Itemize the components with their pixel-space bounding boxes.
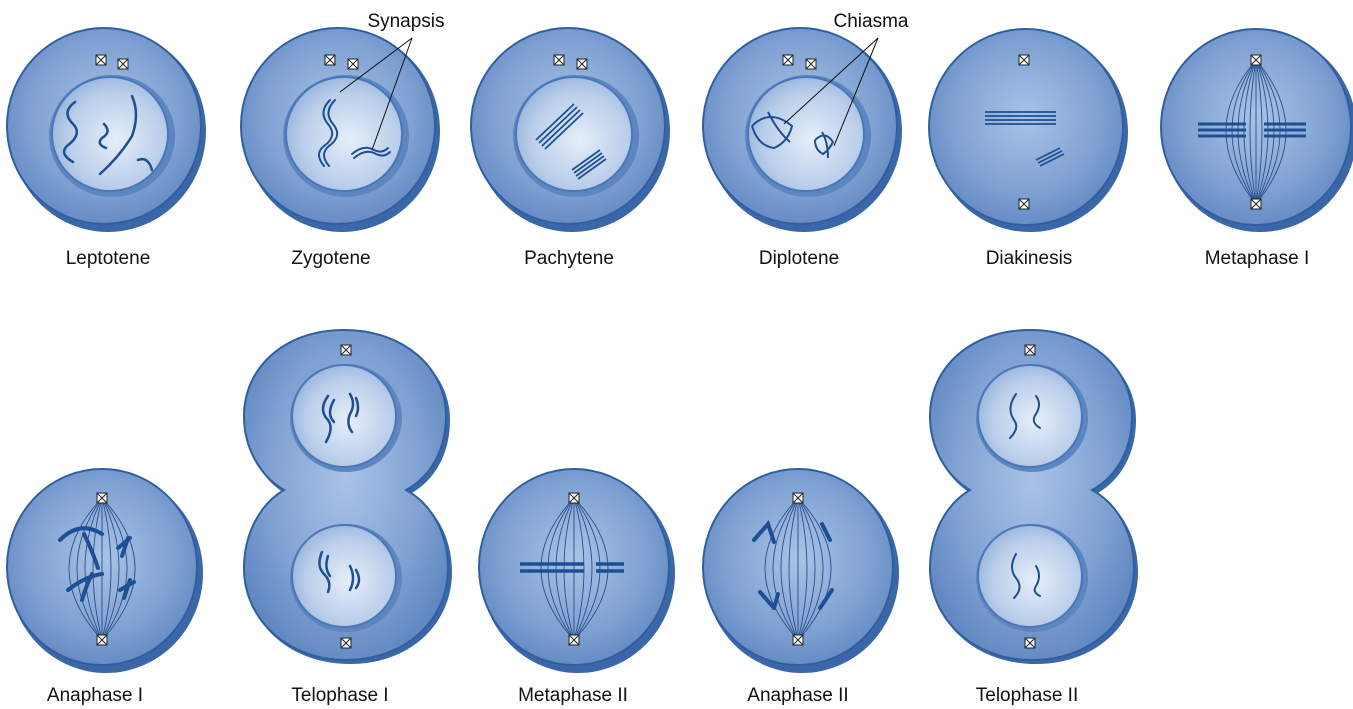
stage-label-diakinesis: Diakinesis xyxy=(986,248,1073,269)
centriole-icon xyxy=(1025,638,1035,648)
centriole-icon xyxy=(569,493,579,503)
cell-anaphase-ii xyxy=(703,469,899,673)
centriole-icon xyxy=(793,493,803,503)
centriole-icon xyxy=(341,638,351,648)
centriole-icon xyxy=(1019,199,1029,209)
stage-label-diplotene: Diplotene xyxy=(759,248,839,269)
centriole-icon xyxy=(96,55,106,65)
cell-anaphase-i xyxy=(7,469,203,673)
cell-zygotene xyxy=(241,28,440,232)
stage-label-metaphase-ii: Metaphase II xyxy=(518,685,628,706)
centriole-icon xyxy=(783,55,793,65)
centriole-icon xyxy=(348,59,358,69)
stage-label-metaphase-i: Metaphase I xyxy=(1205,248,1310,269)
stage-label-pachytene: Pachytene xyxy=(524,248,614,269)
centriole-icon xyxy=(341,345,351,355)
stage-label-leptotene: Leptotene xyxy=(66,248,151,269)
synapsis-label: Synapsis xyxy=(367,11,444,32)
cell-pachytene xyxy=(471,28,670,232)
cell-metaphase-ii xyxy=(479,469,675,673)
stage-label-anaphase-ii: Anaphase II xyxy=(747,685,848,706)
chiasma-label: Chiasma xyxy=(834,11,909,32)
centriole-icon xyxy=(793,635,803,645)
cell-diplotene xyxy=(703,28,902,232)
centriole-icon xyxy=(1019,55,1029,65)
centriole-icon xyxy=(118,59,128,69)
centriole-icon xyxy=(97,493,107,503)
cell-telophase-ii xyxy=(930,330,1138,664)
stage-label-telophase-ii: Telophase II xyxy=(976,685,1078,706)
centriole-icon xyxy=(569,635,579,645)
centriole-icon xyxy=(1025,345,1035,355)
centriole-icon xyxy=(97,635,107,645)
centriole-icon xyxy=(1251,199,1261,209)
centriole-icon xyxy=(806,59,816,69)
stage-label-anaphase-i: Anaphase I xyxy=(47,685,143,706)
centriole-icon xyxy=(577,59,587,69)
cell-diakinesis xyxy=(929,29,1128,232)
cell-metaphase-i xyxy=(1161,29,1353,232)
stage-label-telophase-i: Telophase I xyxy=(291,685,388,706)
centriole-icon xyxy=(1251,55,1261,65)
stage-label-zygotene: Zygotene xyxy=(291,248,370,269)
cell-telophase-i xyxy=(244,330,452,664)
cell-leptotene xyxy=(7,28,206,232)
centriole-icon xyxy=(325,55,335,65)
centriole-icon xyxy=(554,55,564,65)
